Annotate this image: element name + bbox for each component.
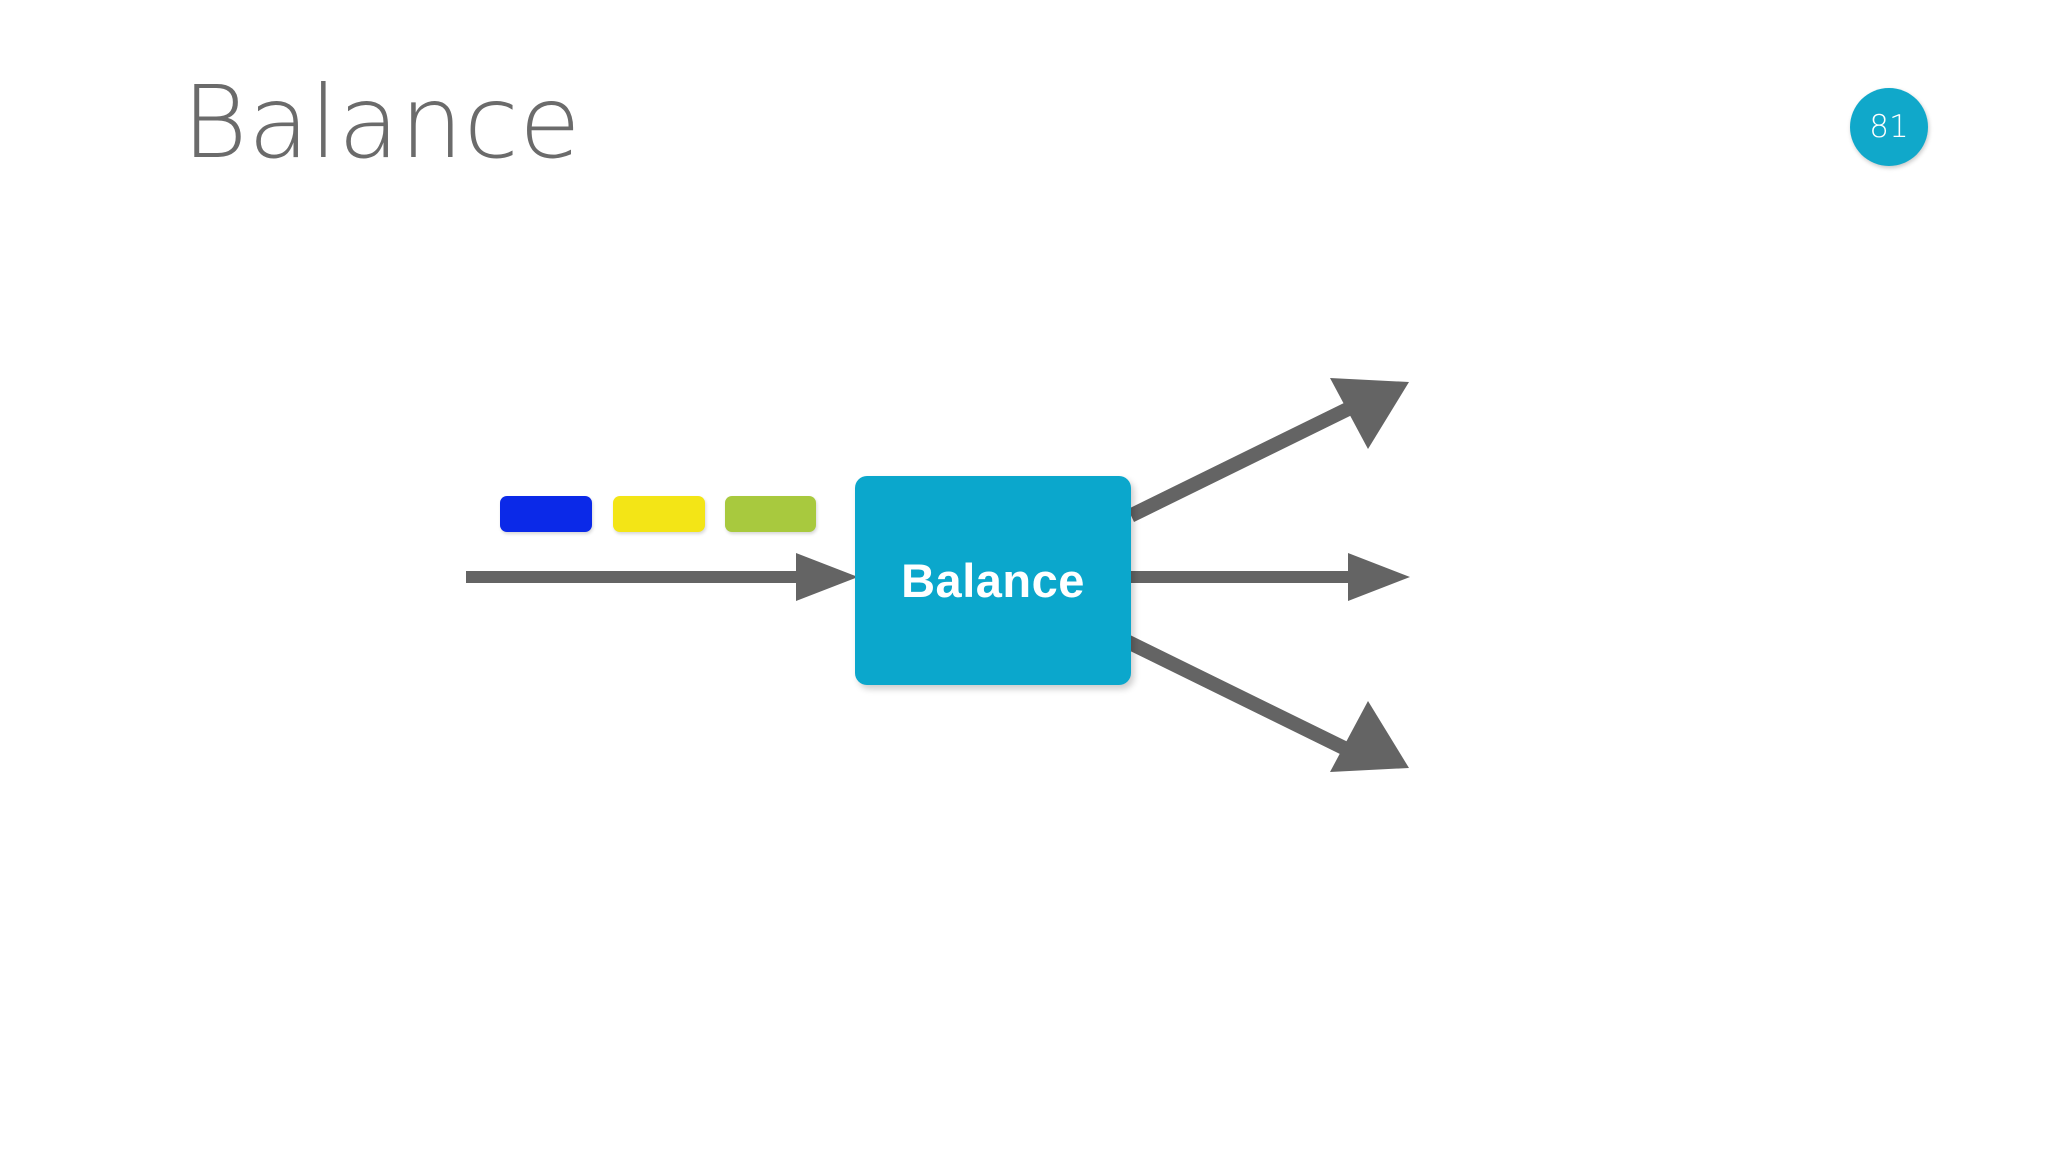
- balance-node-label: Balance: [901, 554, 1085, 607]
- output-arrow-up: [1128, 378, 1409, 522]
- page-number-badge: 81: [1850, 88, 1928, 166]
- output-arrow-straight: [1128, 553, 1410, 601]
- page-title: Balance: [182, 64, 582, 181]
- output-arrow-down: [1122, 634, 1409, 772]
- balance-node[interactable]: Balance: [855, 476, 1131, 685]
- green-chip: [725, 496, 816, 532]
- page-number-text: 81: [1869, 108, 1909, 145]
- blue-chip: [500, 496, 592, 532]
- input-arrow: [466, 553, 858, 601]
- yellow-chip: [613, 496, 705, 532]
